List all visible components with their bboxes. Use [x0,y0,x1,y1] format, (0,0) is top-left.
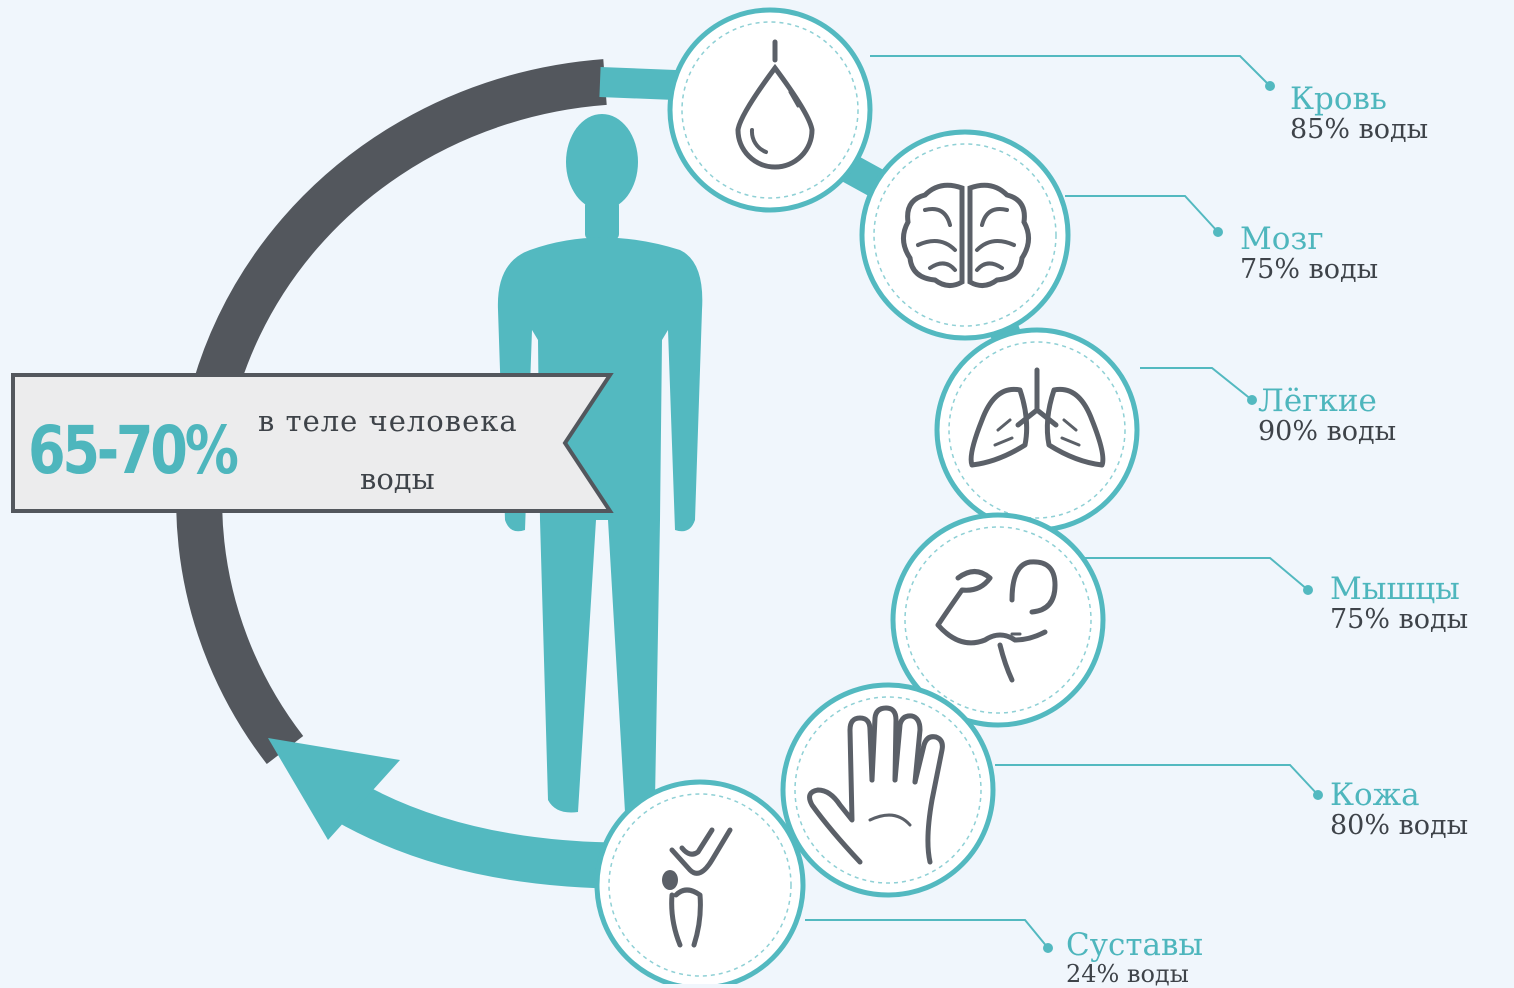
banner-line-1: в теле человека [258,404,518,438]
organ-name: Кровь [1290,81,1387,117]
label-lungs: Лёгкие 90% воды [1258,383,1397,447]
organ-value: 80% воды [1330,810,1469,841]
organ-name: Кожа [1330,777,1420,813]
organ-value: 90% воды [1258,416,1397,447]
organ-name: Мозг [1240,221,1324,257]
organ-circle-joints [594,779,806,984]
organ-circle-blood [667,7,873,213]
organ-circle-lungs [934,327,1140,533]
organ-value: 75% воды [1240,254,1379,285]
organ-value: 75% воды [1330,604,1469,635]
banner-ribbon [11,373,614,513]
label-joints: Суставы 24% воды [1066,927,1204,988]
label-muscles: Мышцы 75% воды [1330,571,1469,635]
knee-joint-icon [662,827,733,948]
muscle-arm-icon [935,559,1058,683]
label-blood: Кровь 85% воды [1290,81,1429,145]
water-drop-icon [735,39,815,170]
organ-name: Мышцы [1330,571,1460,607]
organ-value: 85% воды [1290,114,1429,145]
arrow-head [268,738,400,840]
organ-name: Суставы [1066,927,1204,963]
banner-line-2: воды [360,462,435,496]
brain-icon [901,182,1031,288]
leader-lines [805,55,1319,949]
banner-percent: 65-70% [28,412,239,489]
leader-dots [1043,81,1323,953]
organ-value: 24% воды [1066,960,1189,988]
organ-name: Лёгкие [1258,383,1377,419]
dark-arc [176,59,607,765]
organ-circle-brain [859,129,1071,341]
hand-icon [807,705,945,865]
lungs-icon [968,367,1106,468]
label-skin: Кожа 80% воды [1330,777,1469,841]
label-brain: Мозг 75% воды [1240,221,1379,285]
